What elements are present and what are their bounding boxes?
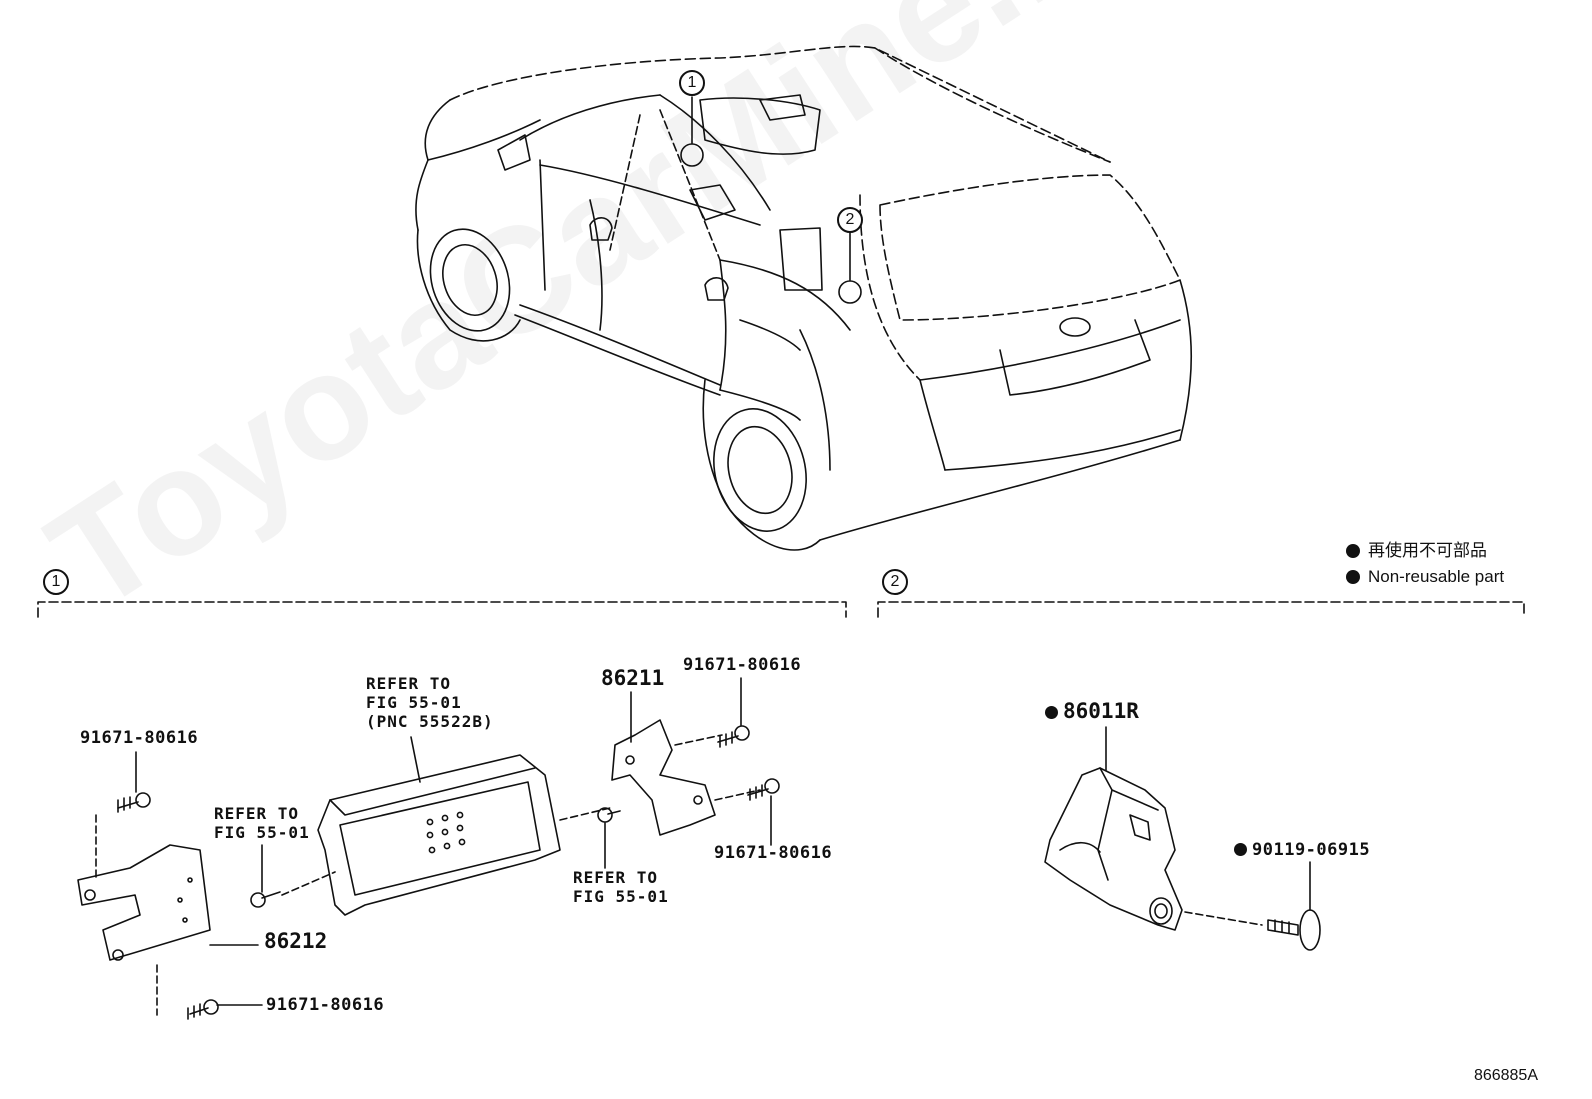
part-number-bolt-top-left: 91671-80616: [80, 728, 199, 748]
legend-jp: 再使用不可部品: [1346, 540, 1487, 562]
callout-1: 1: [679, 70, 705, 96]
non-reusable-dot-icon: [1346, 570, 1360, 584]
panel-1-number: 1: [43, 569, 69, 595]
part-number-sensor: 86011R: [1045, 699, 1139, 723]
refer-note-right-line: REFER TO: [573, 868, 659, 887]
part-number-bolt-top-right: 91671-80616: [683, 655, 802, 675]
part-number-sensor-text: 86011R: [1063, 699, 1139, 723]
group2-drawing: [1044, 726, 1321, 951]
callout-2: 2: [837, 207, 863, 233]
vehicle-illustration: [415, 45, 1192, 551]
non-reusable-dot-icon: [1346, 544, 1360, 558]
refer-note-right-screw: REFER TO FIG 55-01: [573, 868, 669, 906]
group1-drawing: [77, 677, 780, 1020]
refer-note-left-line: FIG 55-01: [214, 823, 310, 842]
part-number-sensor-bolt-text: 90119-06915: [1252, 840, 1371, 860]
refer-note-radio: REFER TO FIG 55-01 (PNC 55522B): [366, 674, 494, 731]
part-number-sensor-bolt: 90119-06915: [1234, 840, 1370, 860]
legend-jp-text: 再使用不可部品: [1368, 541, 1487, 560]
part-number-bolt-mid-right: 91671-80616: [714, 843, 833, 863]
refer-note-left-line: REFER TO: [214, 804, 300, 823]
refer-note-left-screw: REFER TO FIG 55-01: [214, 804, 310, 842]
figure-code: 866885A: [1473, 1067, 1538, 1084]
refer-note-radio-line: (PNC 55522B): [366, 712, 494, 731]
refer-note-radio-line: REFER TO: [366, 674, 452, 693]
part-number-bracket-left: 86212: [264, 929, 328, 953]
panel-2-number: 2: [882, 569, 908, 595]
legend-en: Non-reusable part: [1346, 566, 1504, 588]
refer-note-radio-line: FIG 55-01: [366, 693, 462, 712]
part-number-bracket-right: 86211: [601, 666, 665, 690]
refer-note-right-line: FIG 55-01: [573, 887, 669, 906]
legend-en-text: Non-reusable part: [1368, 567, 1505, 586]
section-brackets: [37, 601, 1525, 618]
part-number-bolt-bottom-left: 91671-80616: [266, 995, 385, 1015]
non-reusable-dot-icon: [1045, 706, 1058, 719]
non-reusable-dot-icon: [1234, 843, 1247, 856]
